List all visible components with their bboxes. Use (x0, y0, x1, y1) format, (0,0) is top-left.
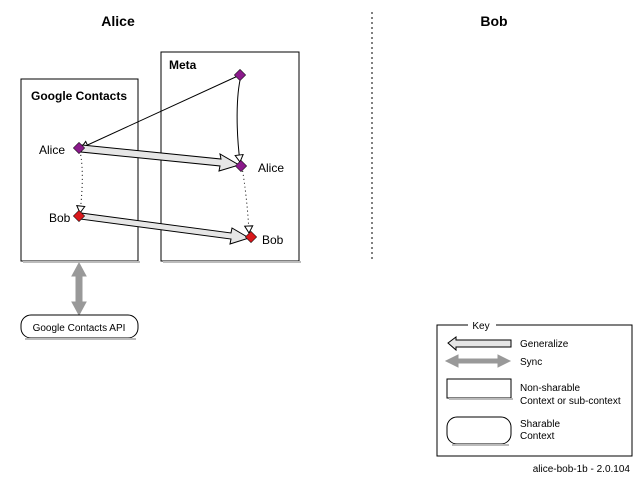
gc-alice-diamond-icon (72, 141, 86, 155)
key-generalize-label: Generalize (520, 339, 569, 350)
google-contacts-api-label: Google Contacts API (33, 323, 126, 334)
google-contacts-context (20, 78, 139, 262)
key-generalize-hollow-arrow-icon (447, 336, 512, 352)
key-non-sharable-label-2: Context or sub-context (520, 396, 621, 407)
gc-alice-label: Alice (39, 143, 65, 157)
meta-top-diamond-icon (233, 68, 247, 82)
google-contacts-title: Google Contacts (31, 89, 127, 103)
meta-bob-label: Bob (262, 233, 284, 247)
bob-column-title: Bob (480, 13, 507, 29)
key-sharable-label-1: Sharable (520, 419, 560, 430)
meta-bob-diamond-icon (244, 230, 258, 244)
key-non-sharable-label-1: Non-sharable (520, 383, 580, 394)
key-sync-label: Sync (520, 357, 542, 368)
meta-title: Meta (169, 58, 197, 72)
meta-alice-diamond-icon (234, 159, 248, 173)
version-footer: alice-bob-1b - 2.0.104 (533, 464, 631, 475)
gc-bob-label: Bob (49, 211, 71, 225)
key-sharable-swatch (446, 416, 512, 445)
gc-bob-diamond-icon (72, 209, 86, 223)
meta-alice-label: Alice (258, 161, 284, 175)
gc-alice-to-meta-alice-generalize-arrow (80, 144, 241, 172)
key-sync-double-arrow-icon (444, 354, 512, 368)
key-title: Key (472, 321, 489, 332)
key-non-sharable-swatch (446, 378, 512, 399)
gc-bob-to-meta-bob-generalize-arrow (79, 212, 251, 245)
meta-top-to-gc-alice-link (80, 74, 241, 150)
key-title-bg (468, 319, 496, 331)
key-sharable-label-2: Context (520, 431, 555, 442)
alice-column-title: Alice (101, 13, 135, 29)
meta-top-to-meta-alice-link (234, 75, 244, 164)
gc-api-sync-arrow (71, 261, 87, 317)
